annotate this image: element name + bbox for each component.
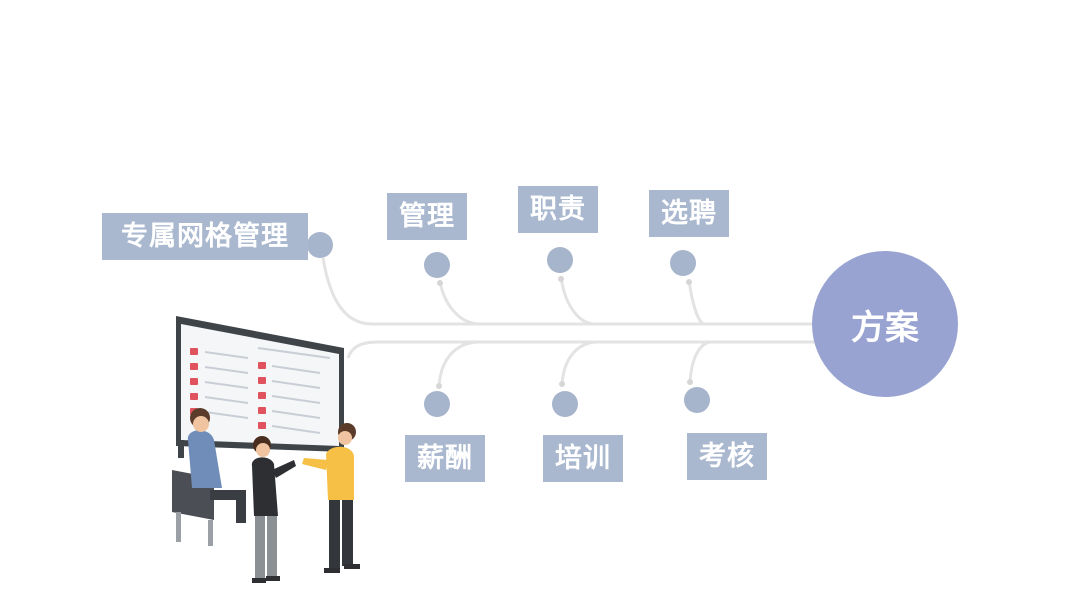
branch-line-top-2 <box>438 280 481 326</box>
node-dot-top-2 <box>424 252 450 278</box>
branch-label-top-1: 专属网格管理 <box>102 213 308 260</box>
node-dot-top-3 <box>547 247 573 273</box>
joint-dot <box>436 383 442 389</box>
joint-dots <box>436 276 693 389</box>
center-label: 方案 <box>851 307 919 348</box>
branch-line-top-3 <box>559 275 596 326</box>
branch-line-bottom-2 <box>560 340 599 387</box>
branch-label-bottom-2: 培训 <box>543 435 623 482</box>
branch-label-top-3: 职责 <box>518 186 598 233</box>
center-circle <box>812 251 958 397</box>
spine-bottom <box>346 340 815 359</box>
branch-label-top-4: 选聘 <box>649 190 729 237</box>
node-circles <box>307 232 710 417</box>
joint-dot <box>559 381 565 387</box>
connector-lines <box>321 257 815 389</box>
branch-line-top-1 <box>321 257 373 326</box>
team-whiteboard-illustration <box>172 316 360 583</box>
joint-dot <box>437 280 443 286</box>
branch-line-bottom-3 <box>688 340 713 385</box>
branch-label-bottom-3: 考核 <box>687 433 767 480</box>
branch-label-bottom-1: 薪酬 <box>405 435 485 482</box>
joint-dot <box>687 379 693 385</box>
node-dot-top-4 <box>670 250 696 276</box>
node-dot-bottom-1 <box>424 391 450 417</box>
node-dot-top-1 <box>307 232 333 258</box>
node-dot-bottom-3 <box>684 387 710 413</box>
branch-line-top-4 <box>687 279 706 326</box>
joint-dot <box>686 279 692 285</box>
node-dot-bottom-2 <box>552 391 578 417</box>
joint-dot <box>558 276 564 282</box>
branch-label-top-2: 管理 <box>387 193 467 240</box>
branch-line-bottom-1 <box>437 340 481 389</box>
